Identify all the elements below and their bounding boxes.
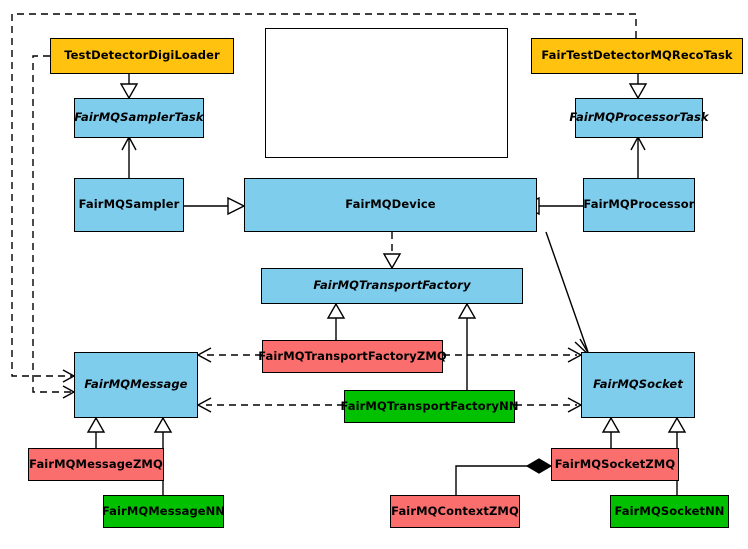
node-fair-mq-context-zmq[interactable]: FairMQContextZMQ <box>390 495 520 528</box>
edge-recotask-to-message <box>11 13 637 377</box>
node-fair-mq-processor-task[interactable]: FairMQProcessorTask <box>569 98 709 138</box>
node-test-detector-digi-loader[interactable]: TestDetectorDigiLoader <box>50 38 234 74</box>
node-fair-mq-message-nn[interactable]: FairMQMessageNN <box>102 495 225 528</box>
node-fair-mq-socket[interactable]: FairMQSocket <box>581 352 695 418</box>
edge-digiloader-to-message <box>32 55 72 393</box>
node-fair-mq-transport-factory[interactable]: FairMQTransportFactory <box>261 268 523 304</box>
node-fair-test-detector-mq-reco-task[interactable]: FairTestDetectorMQRecoTask <box>531 38 743 74</box>
node-fair-mq-sampler[interactable]: FairMQSampler <box>74 178 184 232</box>
node-fair-mq-message[interactable]: FairMQMessage <box>74 352 198 418</box>
node-fair-mq-sampler-task[interactable]: FairMQSamplerTask <box>74 98 204 138</box>
node-fair-mq-message-zmq[interactable]: FairMQMessageZMQ <box>28 448 164 481</box>
node-fair-mq-device[interactable]: FairMQDevice <box>244 178 537 232</box>
node-fair-mq-socket-zmq[interactable]: FairMQSocketZMQ <box>551 448 679 481</box>
legend-panel <box>265 28 508 158</box>
edge-device-to-socket <box>545 231 589 353</box>
node-fair-mq-processor[interactable]: FairMQProcessor <box>583 178 695 232</box>
node-fair-mq-transport-factory-nn[interactable]: FairMQTransportFactoryNN <box>340 390 518 423</box>
node-fair-mq-transport-factory-zmq[interactable]: FairMQTransportFactoryZMQ <box>258 340 447 373</box>
edge-socketzmq-to-contextzmq <box>455 465 537 495</box>
node-fair-mq-socket-nn[interactable]: FairMQSocketNN <box>610 495 729 528</box>
